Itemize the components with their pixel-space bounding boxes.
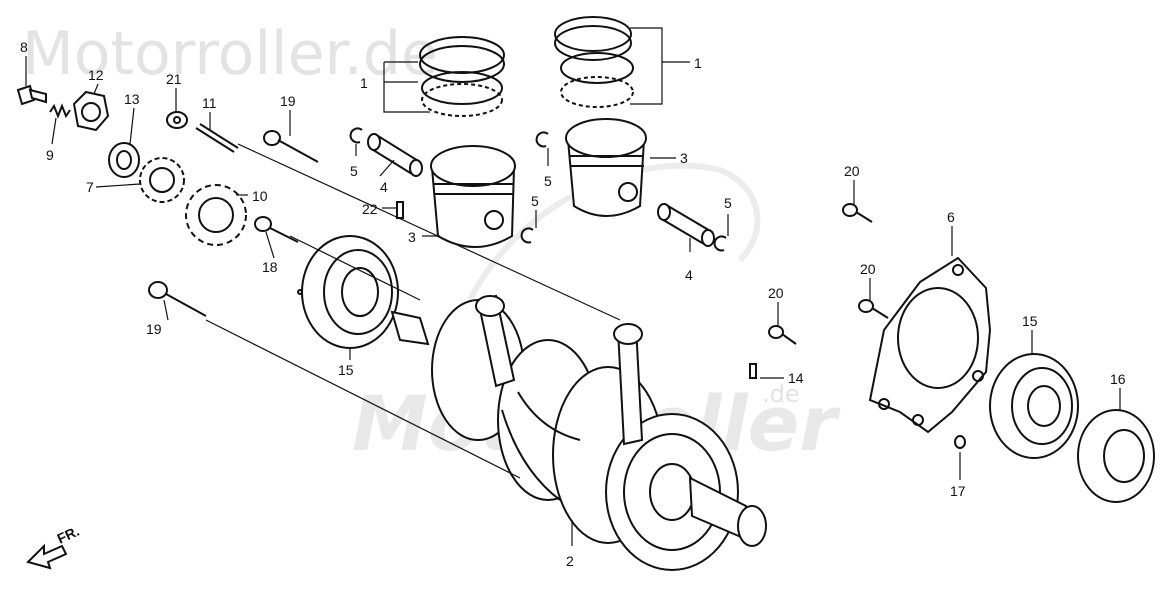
callout-4-left: 4 [380, 179, 388, 195]
bearing-right [989, 353, 1079, 459]
callout-14: 14 [788, 370, 804, 386]
callout-16: 16 [1110, 371, 1126, 387]
crankshaft [390, 294, 767, 571]
cover-plate [868, 256, 992, 434]
callout-18: 18 [262, 259, 278, 275]
piston-left [430, 145, 516, 248]
piston-right [565, 118, 647, 217]
callout-20-b: 20 [860, 261, 876, 277]
callout-numbers: 1 1 2 3 3 4 4 5 5 5 5 6 7 8 9 10 11 12 1… [20, 39, 1126, 569]
watermark-swoosh [467, 162, 761, 302]
callout-11: 11 [202, 95, 217, 111]
nut-12 [72, 90, 110, 132]
circlips [349, 127, 727, 252]
callout-9: 9 [46, 147, 54, 163]
dowel-22 [396, 201, 404, 219]
callout-15-left: 15 [338, 362, 354, 378]
callout-1-left: 1 [360, 75, 368, 91]
bolt-20-c [768, 325, 797, 345]
callout-12: 12 [88, 67, 104, 83]
callout-17: 17 [950, 483, 966, 499]
callout-10: 10 [252, 188, 268, 204]
callout-3-left: 3 [408, 229, 416, 245]
callout-3-right: 3 [680, 150, 688, 166]
callout-2: 2 [566, 553, 574, 569]
callout-13: 13 [124, 91, 140, 107]
piston-pin-right [657, 203, 715, 247]
callout-8: 8 [20, 39, 28, 55]
bearing-left [297, 235, 399, 349]
bolt-20-a [842, 203, 873, 223]
piston-rings-right [554, 16, 634, 108]
pin-21 [166, 111, 188, 129]
callout-7: 7 [86, 179, 94, 195]
callout-4-right: 4 [685, 267, 693, 283]
callout-1-right: 1 [694, 55, 702, 71]
callout-15-right: 15 [1022, 313, 1038, 329]
stud-11 [195, 123, 239, 153]
washer-17 [954, 435, 966, 449]
front-direction-arrow: FR. [26, 523, 82, 570]
gear-7 [139, 157, 185, 203]
piston-pin-left [367, 133, 423, 177]
callout-5-a: 5 [350, 163, 358, 179]
bolt-19-bottom [148, 281, 207, 317]
callout-5-c: 5 [531, 193, 539, 209]
callout-19-bottom: 19 [146, 321, 162, 337]
oil-seal [1077, 409, 1155, 503]
callout-6: 6 [947, 209, 955, 225]
watermark-center-suffix: .de [762, 380, 800, 408]
spring-9 [49, 103, 71, 119]
callout-5-d: 5 [724, 195, 732, 211]
callout-20-a: 20 [844, 163, 860, 179]
bolt-18 [254, 216, 299, 243]
piston-rings-left [419, 36, 505, 117]
callout-22: 22 [362, 201, 378, 217]
leader-lines [25, 27, 1121, 546]
callout-20-c: 20 [768, 285, 784, 301]
bolt-20-b [858, 299, 889, 319]
front-direction-label: FR. [55, 523, 82, 547]
washer-13 [108, 142, 140, 178]
bolt-19-top [263, 130, 319, 163]
callout-21: 21 [166, 71, 182, 87]
gear-10 [185, 184, 247, 246]
callout-19-top: 19 [280, 93, 296, 109]
watermark-top: Motorroller.de [22, 19, 438, 89]
dowel-14 [749, 363, 757, 379]
bolt-8 [16, 84, 47, 106]
callout-5-b: 5 [544, 173, 552, 189]
